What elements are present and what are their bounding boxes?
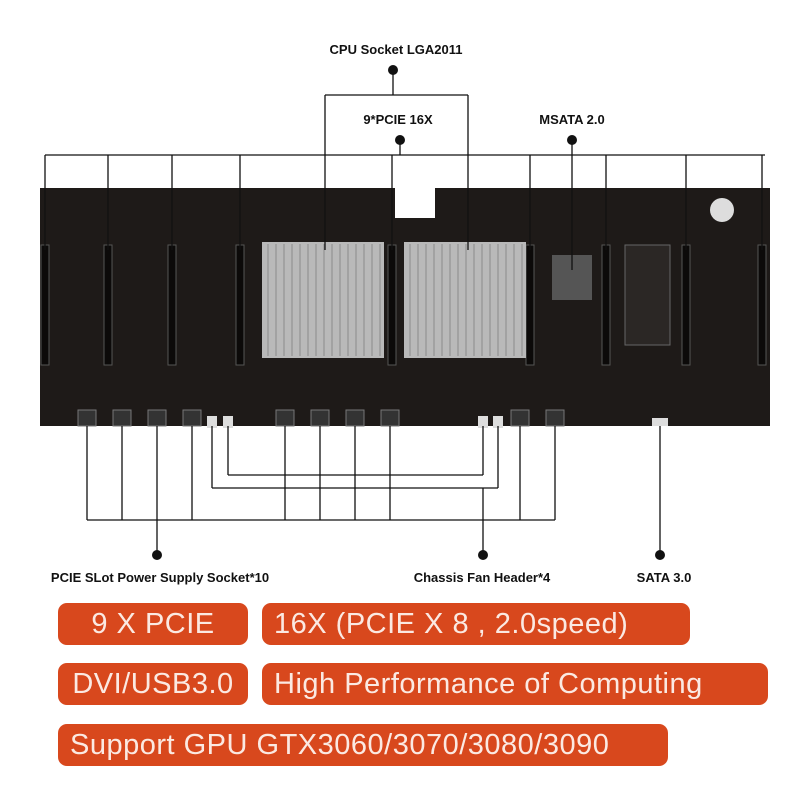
- fan-header: [207, 416, 217, 428]
- callout-dot: [478, 550, 488, 560]
- cpu-callout: [324, 70, 469, 250]
- power-socket: [545, 409, 565, 427]
- callout-dot: [395, 135, 405, 145]
- sata-port: [652, 418, 668, 426]
- feature-pcie-speed: 16X (PCIE X 8 , 2.0speed): [262, 603, 690, 645]
- callout-dot: [152, 550, 162, 560]
- feature-performance: High Performance of Computing: [262, 663, 768, 705]
- callout-dot: [567, 135, 577, 145]
- pcie-slot: [167, 244, 177, 366]
- fan-callout: [211, 426, 499, 555]
- power-socket: [510, 409, 530, 427]
- label-power-socket: PCIE SLot Power Supply Socket*10: [50, 570, 270, 585]
- pcie-slot: [40, 244, 50, 366]
- pcie-slot: [235, 244, 245, 366]
- label-sata: SATA 3.0: [636, 570, 692, 585]
- pcie-slot: [681, 244, 691, 366]
- feature-pcie-count: 9 X PCIE: [58, 603, 248, 645]
- power-socket: [310, 409, 330, 427]
- cmos-battery: [710, 198, 734, 222]
- pcie-slot: [601, 244, 611, 366]
- power-socket: [345, 409, 365, 427]
- label-cpu-socket: CPU Socket LGA2011: [329, 42, 463, 57]
- power-socket: [147, 409, 167, 427]
- callout-lines: [44, 70, 765, 555]
- label-fan-header: Chassis Fan Header*4: [413, 570, 551, 585]
- pcie-slot: [525, 244, 535, 366]
- power-callout: [86, 426, 556, 555]
- callout-dot: [655, 550, 665, 560]
- callout-dot: [388, 65, 398, 75]
- cpu-heatsink-right: [404, 242, 526, 358]
- power-socket: [182, 409, 202, 427]
- pcie-slot: [387, 244, 397, 366]
- fan-header: [478, 416, 488, 428]
- label-msata: MSATA 2.0: [539, 112, 605, 127]
- label-pcie-slots: 9*PCIE 16X: [363, 112, 433, 127]
- motherboard: [40, 188, 770, 428]
- power-socket: [112, 409, 132, 427]
- power-socket: [275, 409, 295, 427]
- fan-header: [493, 416, 503, 428]
- msata-slot: [624, 244, 671, 346]
- pcie-callout: [44, 140, 765, 250]
- cpu-heatsink-left: [262, 242, 384, 358]
- pcie-slot: [757, 244, 767, 366]
- feature-gpu-support: Support GPU GTX3060/3070/3080/3090: [58, 724, 668, 766]
- callout-dots: [152, 65, 665, 560]
- motherboard-diagram: [40, 65, 770, 560]
- power-socket: [77, 409, 97, 427]
- pcie-slot: [103, 244, 113, 366]
- power-socket: [380, 409, 400, 427]
- fan-header: [223, 416, 233, 428]
- feature-io: DVI/USB3.0: [58, 663, 248, 705]
